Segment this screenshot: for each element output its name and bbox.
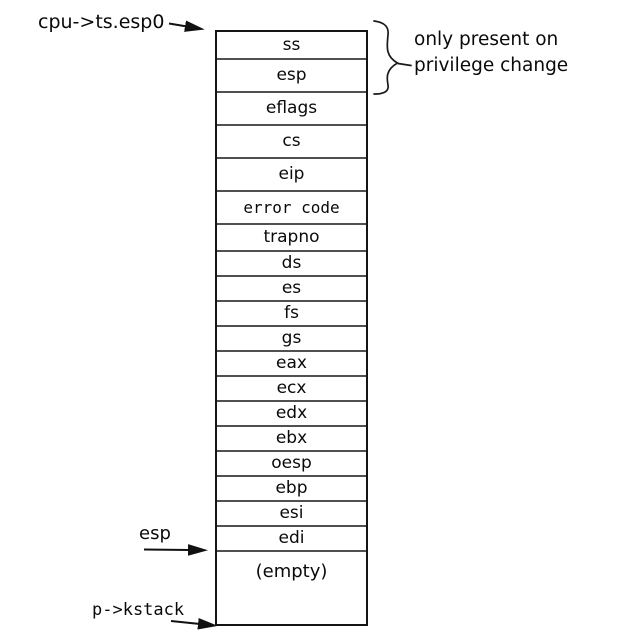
esp-pointer-arrow <box>143 544 208 556</box>
esp-pointer-label: esp <box>139 523 171 544</box>
privilege-brace-tick <box>397 62 412 67</box>
stack-cell-es: es <box>217 275 366 300</box>
stack-cell-oesp: oesp <box>217 450 366 475</box>
stack-cell-eax: eax <box>217 350 366 375</box>
stack-cell-esi: esi <box>217 500 366 525</box>
stack-cell-empty: (empty) <box>217 550 366 624</box>
stack-cell-ebp: ebp <box>217 475 366 500</box>
privilege-brace <box>373 20 400 95</box>
stack-cell-eip: eip <box>217 157 366 190</box>
stack-cell-ecx: ecx <box>217 375 366 400</box>
stack-cell-cs: cs <box>217 124 366 157</box>
kstack-pointer-label: p->kstack <box>92 600 185 620</box>
stack-cell-ebx: ebx <box>217 425 366 450</box>
kstack-pointer-arrow <box>170 618 218 630</box>
esp0-pointer-label: cpu->ts.esp0 <box>38 11 165 33</box>
privilege-change-note-line2: privilege change <box>414 55 569 76</box>
stack-cell-error-code: error code <box>217 190 366 223</box>
stack-cell-ds: ds <box>217 250 366 275</box>
stack-cell-edx: edx <box>217 400 366 425</box>
esp0-pointer-arrow <box>168 20 205 32</box>
stack-cell-fs: fs <box>217 300 366 325</box>
stack-cell-esp: esp <box>217 58 366 91</box>
stack-cell-trapno: trapno <box>217 223 366 250</box>
stack-cell-edi: edi <box>217 525 366 550</box>
privilege-change-note-line1: only present on <box>414 29 559 50</box>
stack-cell-ss: ss <box>282 34 301 55</box>
privilege-change-note: only present on privilege change <box>414 27 568 79</box>
stack-cell-gs: gs <box>217 325 366 350</box>
stack-box: ss esp eflags cs eip error code trapno d… <box>215 30 368 626</box>
stack-cell-eflags: eflags <box>217 91 366 124</box>
